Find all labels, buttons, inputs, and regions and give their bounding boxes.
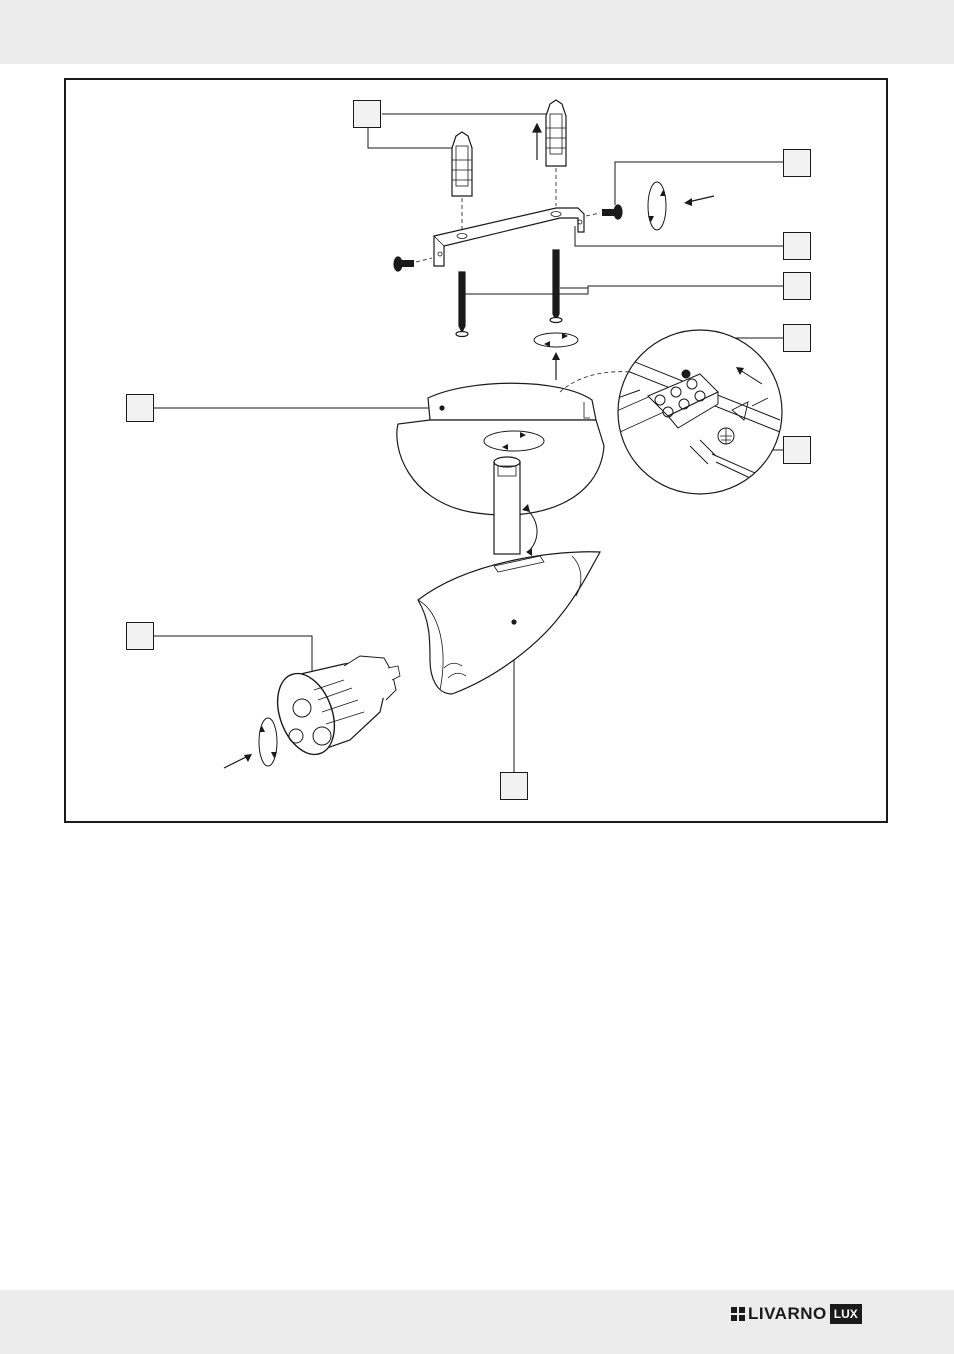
spotlight-arm: [493, 456, 538, 556]
mounting-bracket: [433, 207, 585, 267]
fixing-screw-right: [585, 204, 623, 220]
part-label-screw: [783, 149, 811, 177]
part-label-plug: [353, 100, 381, 128]
wall-plug-left: [451, 131, 473, 232]
rotation-indicator-bulb: [223, 717, 278, 769]
wood-screw-left: [455, 271, 469, 338]
brand-logo: LIVARNO LUX: [731, 1304, 862, 1324]
footer-band: [0, 1290, 954, 1354]
part-label-lamp-head: [500, 772, 528, 800]
brand-name: LIVARNO: [748, 1304, 827, 1323]
part-label-bulb: [126, 622, 154, 650]
assembly-figure-frame: [64, 78, 888, 823]
lamp-head: [417, 551, 601, 695]
header-band: [0, 0, 954, 64]
brand-suffix: LUX: [829, 1304, 862, 1324]
wall-plug-right: [532, 99, 567, 206]
terminal-block-detail: [617, 329, 783, 495]
part-label-bracket: [783, 232, 811, 260]
part-label-cable: [783, 436, 811, 464]
rotation-indicator-canopy: [533, 332, 579, 380]
part-label-terminal: [783, 324, 811, 352]
wood-screw-right: [549, 249, 563, 324]
gu10-bulb: [276, 655, 401, 756]
rotation-indicator-screw: [647, 181, 715, 231]
part-label-canopy: [126, 394, 154, 422]
part-label-wood-screws: [783, 272, 811, 300]
brand-mark-icon: [731, 1307, 745, 1321]
fixing-screw-left: [393, 256, 433, 272]
